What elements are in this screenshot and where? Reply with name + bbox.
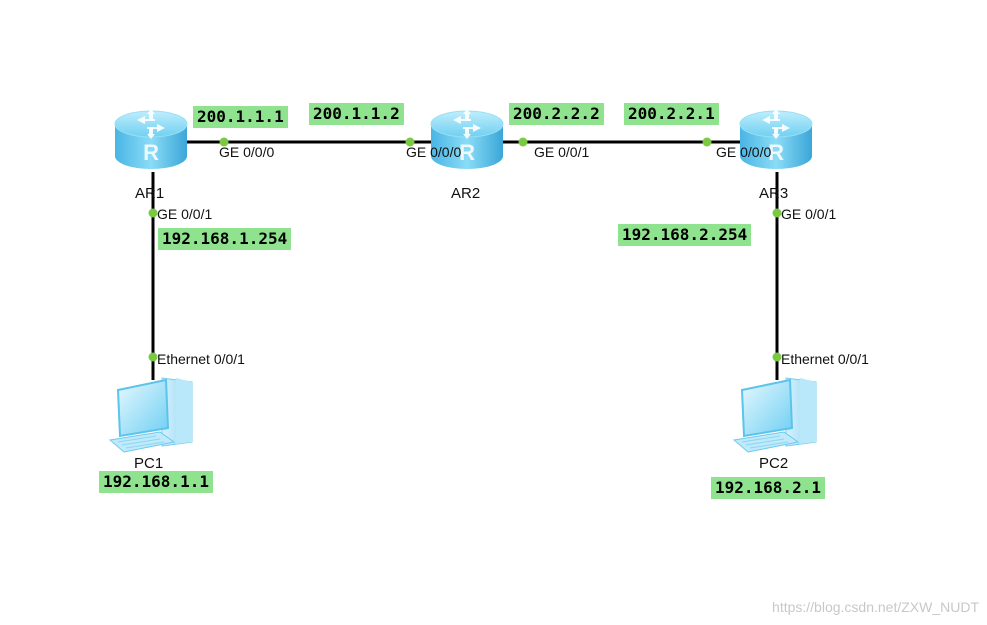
port-dot[interactable] <box>772 208 782 218</box>
router-icon[interactable] <box>114 108 188 170</box>
ar3-ge001-port-label: GE 0/0/1 <box>781 206 837 222</box>
port-dot[interactable] <box>219 137 229 147</box>
pc-icon[interactable] <box>109 377 193 453</box>
pc-icon[interactable] <box>733 377 817 453</box>
ar1-ge000-port-label: GE 0/0/0 <box>219 144 275 160</box>
port-dot[interactable] <box>702 137 712 147</box>
port-dot[interactable] <box>518 137 528 147</box>
ar1-ge001-ip-label: 192.168.1.254 <box>158 228 292 250</box>
ar1-ge000-ip-label: 200.1.1.1 <box>193 106 288 128</box>
watermark: https://blog.csdn.net/ZXW_NUDT <box>772 599 979 615</box>
port-dot[interactable] <box>405 137 415 147</box>
ar3-ge001-ip-label: 192.168.2.254 <box>618 224 752 246</box>
ar2-ge001-ip-label: 200.2.2.2 <box>509 103 604 125</box>
port-dot[interactable] <box>148 352 158 362</box>
ar2-ge000-port-label: GE 0/0/0 <box>406 144 462 160</box>
router-icon[interactable] <box>739 108 813 170</box>
ar3-ge000-ip-label: 200.2.2.1 <box>624 103 719 125</box>
ar1-ge001-port-label: GE 0/0/1 <box>157 206 213 222</box>
ar1-device-label: AR1 <box>135 185 165 202</box>
ar2-ge000-ip-label: 200.1.1.2 <box>309 103 404 125</box>
router-icon[interactable] <box>430 108 504 170</box>
pc2-device-label: PC2 <box>759 455 789 472</box>
ar2-ge001-port-label: GE 0/0/1 <box>534 144 590 160</box>
port-dot[interactable] <box>772 352 782 362</box>
port-dot[interactable] <box>148 208 158 218</box>
ar3-ge000-port-label: GE 0/0/0 <box>716 144 772 160</box>
ar3-device-label: AR3 <box>759 185 789 202</box>
ar2-device-label: AR2 <box>451 185 481 202</box>
pc2-ip-label: 192.168.2.1 <box>711 477 825 499</box>
pc2-eth-port-label: Ethernet 0/0/1 <box>781 351 869 367</box>
pc1-device-label: PC1 <box>134 455 164 472</box>
pc1-eth-port-label: Ethernet 0/0/1 <box>157 351 245 367</box>
pc1-ip-label: 192.168.1.1 <box>99 471 213 493</box>
